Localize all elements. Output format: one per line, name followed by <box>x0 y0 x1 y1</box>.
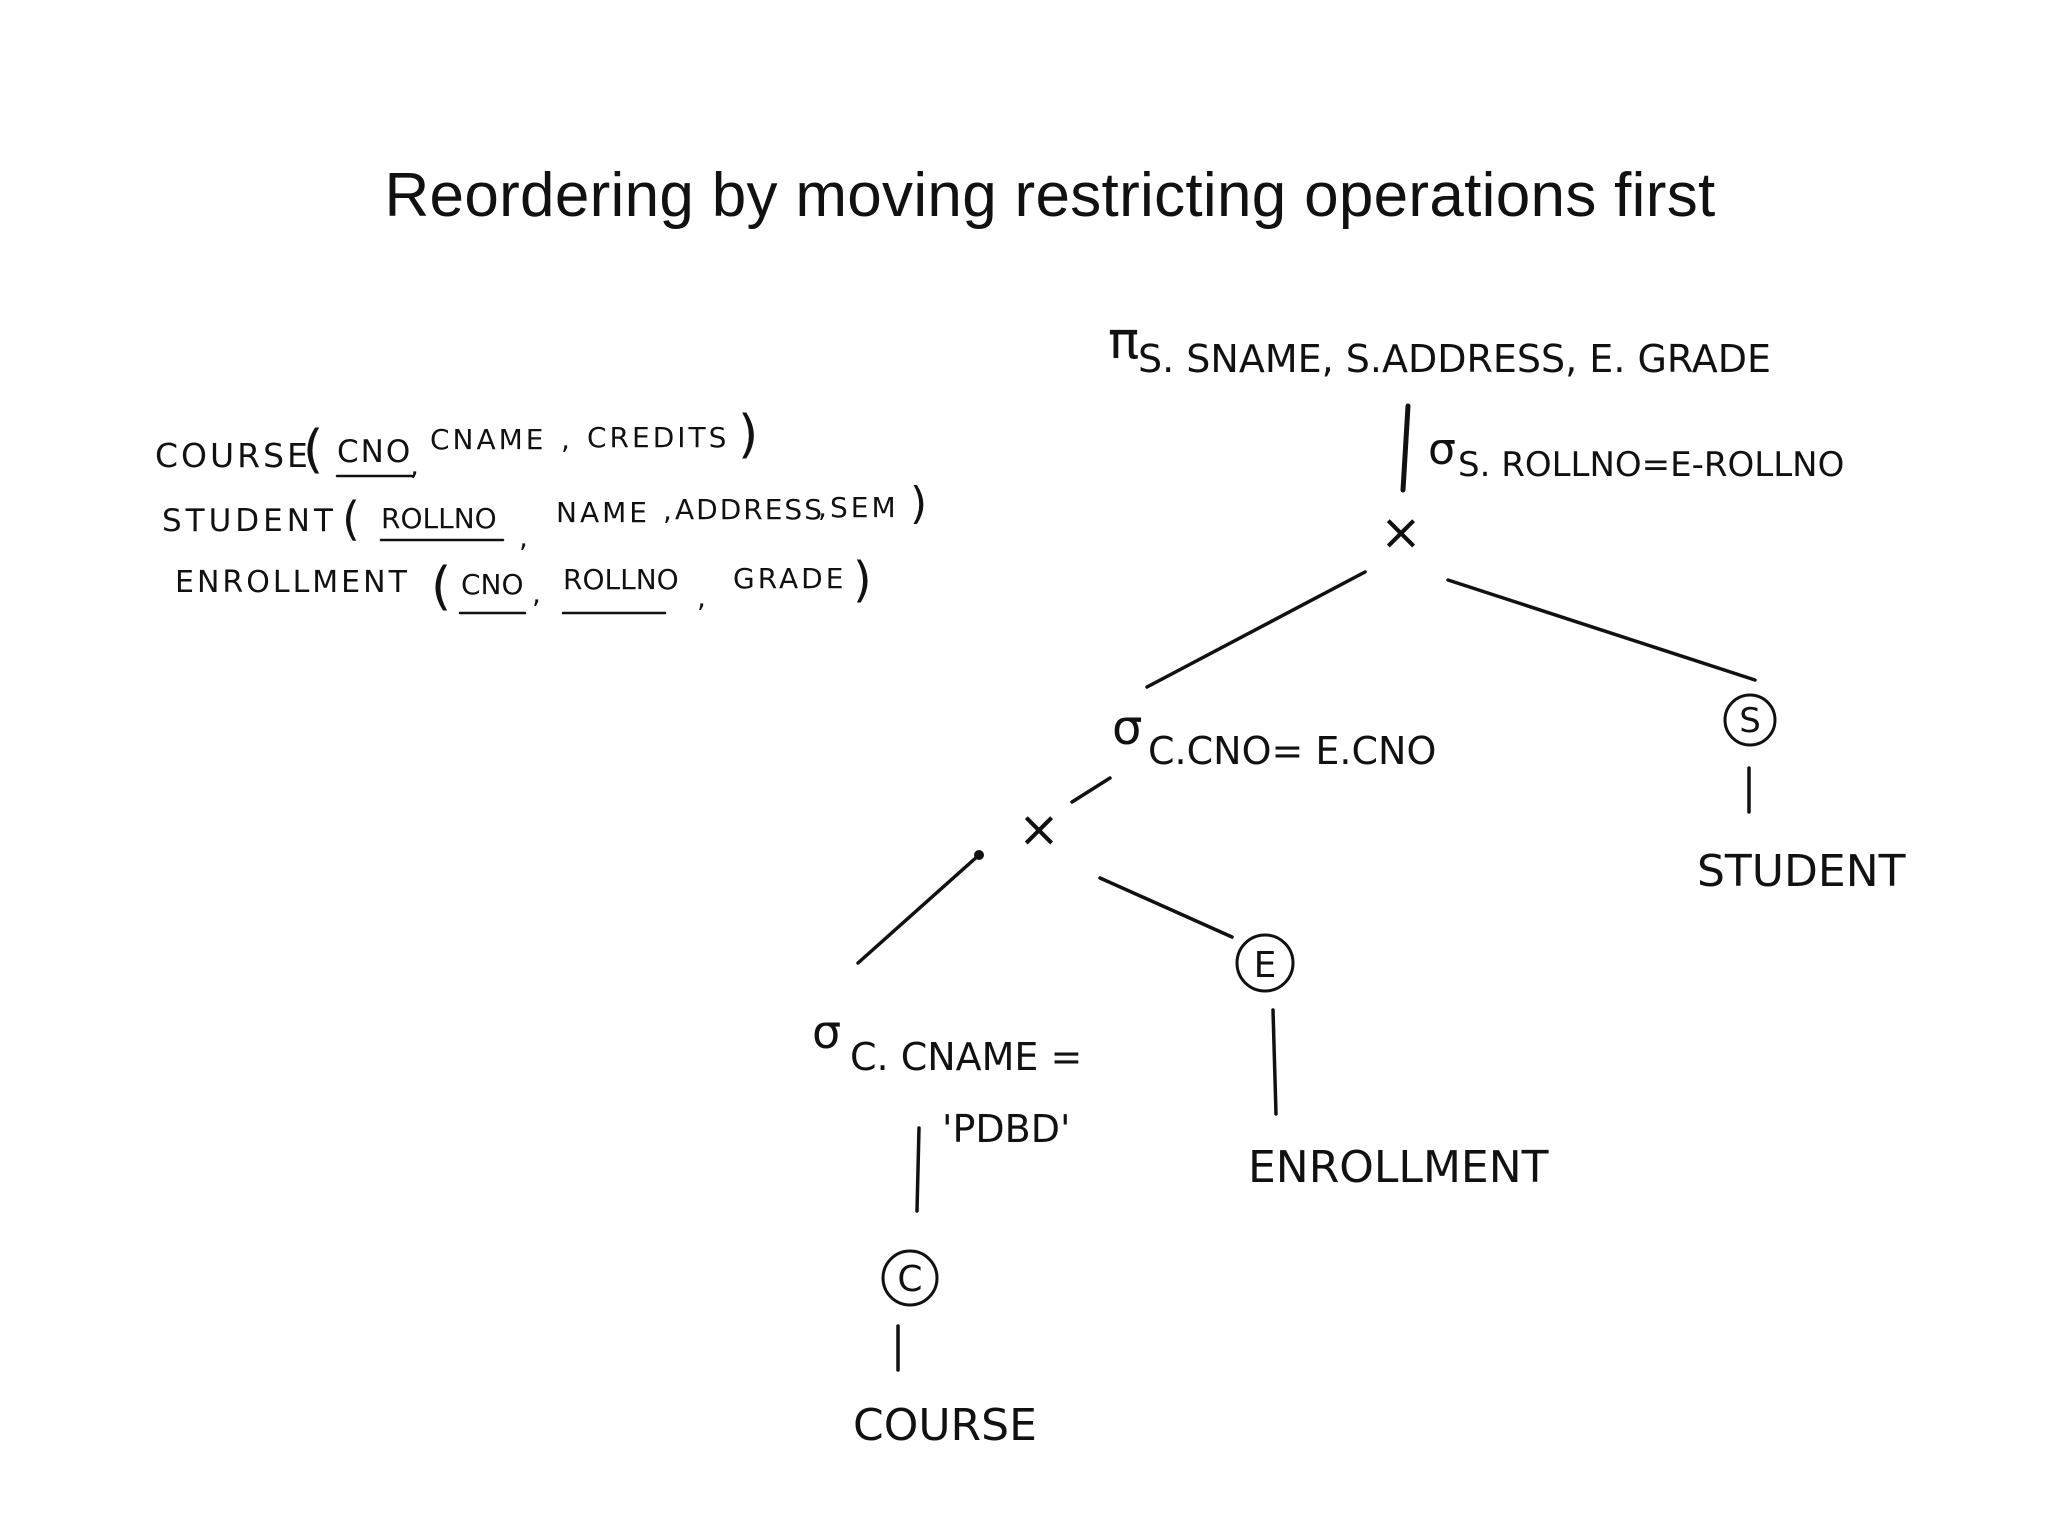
svg-text:): ) <box>738 405 758 465</box>
relation-enrollment: ENROLLMENT <box>1248 1142 1549 1193</box>
schema-student-attr-address: ADDRESS <box>675 493 824 526</box>
svg-text:): ) <box>853 552 872 608</box>
svg-text:(: ( <box>342 492 360 546</box>
schema-course-attr-cname: CNAME <box>430 423 547 456</box>
svg-text:,: , <box>519 521 528 554</box>
query-tree: π S. SNAME, S.ADDRESS, E. GRADE σ S. ROL… <box>812 311 1906 1451</box>
schema-course-attr-credits: CREDITS <box>587 421 729 454</box>
svg-text:,: , <box>410 449 419 482</box>
alias-s-circle <box>1723 693 1777 747</box>
schema-student-attr-sem: SEM <box>830 491 899 524</box>
schema-student-name: STUDENT <box>162 503 337 539</box>
top-select-symbol: σ <box>1428 424 1456 475</box>
tree-edge <box>856 853 981 965</box>
svg-text:(: ( <box>431 557 451 617</box>
svg-text:,: , <box>561 423 570 456</box>
svg-text:,: , <box>532 577 541 610</box>
tree-edge <box>1271 1008 1278 1116</box>
mid-select-symbol: σ <box>1112 700 1142 756</box>
schema-student-attr-name: NAME <box>556 496 650 529</box>
schema-course-key: CNO <box>337 434 412 470</box>
projection-condition: S. SNAME, S.ADDRESS, E. GRADE <box>1138 337 1771 381</box>
alias-e-circle <box>1235 933 1295 993</box>
svg-text:): ) <box>910 478 927 529</box>
alias-c-circle <box>881 1249 939 1307</box>
tree-edge <box>1400 403 1411 493</box>
svg-text:(: ( <box>303 420 323 480</box>
schema-enrollment-name: ENROLLMENT <box>175 565 410 600</box>
schema-enrollment-key-rollno: ROLLNO <box>563 563 679 596</box>
svg-text:,: , <box>818 491 827 524</box>
top-select-condition: S. ROLLNO=E-ROLLNO <box>1458 445 1844 485</box>
relation-student: STUDENT <box>1697 846 1906 897</box>
schema-course-name: COURSE <box>155 436 311 475</box>
tree-edge <box>1145 570 1367 689</box>
projection-symbol: π <box>1108 311 1139 371</box>
svg-text:,: , <box>697 581 706 614</box>
alias-c: C <box>897 1259 922 1300</box>
schema-definitions: COURSE ( CNO , CNAME , CREDITS ) STUDENT… <box>155 405 927 617</box>
tree-edge <box>1446 578 1757 682</box>
svg-text:,: , <box>663 494 672 527</box>
tree-edge <box>1098 876 1234 939</box>
slide-title: Reordering by moving restricting operati… <box>384 161 1716 230</box>
tree-edge <box>915 1126 921 1213</box>
schema-enrollment-attr-grade: GRADE <box>733 562 846 595</box>
cross-product-top: × <box>1380 503 1422 561</box>
relation-course: COURSE <box>853 1400 1037 1451</box>
course-select-symbol: σ <box>812 1005 841 1059</box>
alias-s: S <box>1739 701 1761 741</box>
alias-e: E <box>1254 945 1277 986</box>
tree-edge <box>1070 776 1112 804</box>
cross-product-low: × <box>1018 800 1060 858</box>
schema-enrollment-key-cno: CNO <box>461 568 524 601</box>
course-select-condition-line2: 'PDBD' <box>942 1107 1070 1151</box>
course-select-condition-line1: C. CNAME = <box>850 1035 1082 1079</box>
mid-select-condition: C.CNO= E.CNO <box>1148 729 1436 773</box>
schema-student-key: ROLLNO <box>381 502 497 535</box>
